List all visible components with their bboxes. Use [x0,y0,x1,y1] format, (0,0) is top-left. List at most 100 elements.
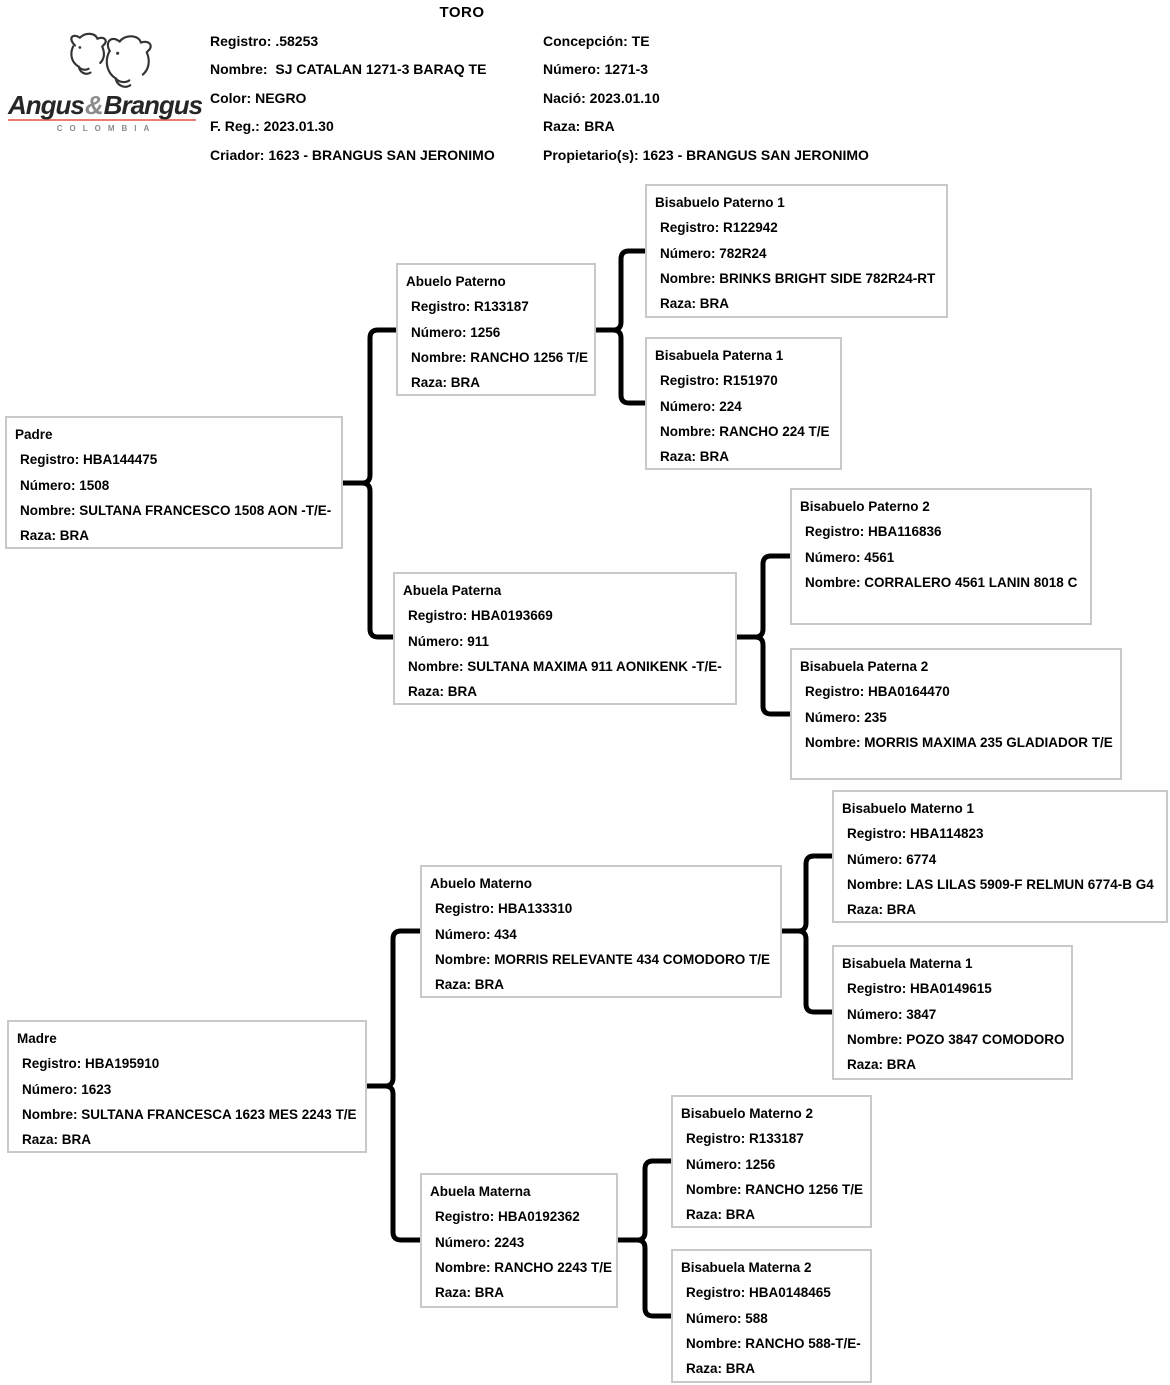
node-title: Bisabuelo Paterno 1 [655,195,785,210]
node-title: Abuelo Paterno [406,274,506,289]
node-field-registro: Registro: R133187 [411,299,529,315]
header-field-numero: Número: 1271-3 [543,61,649,78]
node-title: Abuelo Materno [430,876,533,891]
node-field-raza: Raza: BRA [847,1057,917,1073]
node-field-registro: Registro: R122942 [660,220,778,236]
node-field-nombre: Nombre: RANCHO 1256 T/E [686,1181,864,1197]
node-field-nombre: Nombre: SULTANA MAXIMA 911 AONIKENK -T/E… [408,658,722,674]
brand-brangus: Brangus [103,90,203,120]
node-field-numero: Número: 1256 [411,324,501,340]
node-field-registro: Registro: HBA114823 [847,826,984,842]
node-field-numero: Número: 434 [435,926,517,942]
node-field-numero: Número: 1256 [686,1156,776,1172]
node-field-registro: Registro: HBA116836 [805,524,942,540]
node-field-raza: Raza: BRA [435,1285,505,1301]
node-field-nombre: Nombre: RANCHO 2243 T/E [435,1259,613,1275]
header-info-right: Concepción: TE Número: 1271-3 Nació: 202… [543,27,869,169]
page-title: TORO [439,4,485,21]
node-field-numero: Número: 4561 [805,549,895,565]
node-title: Bisabuelo Materno 2 [681,1106,814,1121]
node-field-raza: Raza: BRA [686,1207,756,1223]
header-field-nombre: Nombre: SJ CATALAN 1271-3 BARAQ TE [210,61,487,78]
node-field-nombre: Nombre: RANCHO 1256 T/E [411,349,589,365]
pedigree-node-padre: Padre Registro: HBA144475 Número: 1508 N… [5,416,343,549]
node-title: Bisabuelo Materno 1 [842,801,975,816]
node-field-raza: Raza: BRA [20,528,90,544]
header-info-left: Registro: .58253 Nombre: SJ CATALAN 1271… [210,27,495,169]
node-title: Abuela Paterna [403,583,502,598]
node-field-registro: Registro: R133187 [686,1131,804,1147]
node-field-registro: Registro: HBA0148465 [686,1285,831,1301]
node-field-nombre: Nombre: LAS LILAS 5909-F RELMUN 6774-B G… [847,876,1154,892]
node-field-registro: Registro: HBA0149615 [847,981,992,997]
node-field-raza: Raza: BRA [686,1361,756,1377]
node-field-numero: Número: 3847 [847,1006,937,1022]
pedigree-node-abuela-materna: Abuela Materna Registro: HBA0192362 Núme… [420,1173,618,1308]
node-field-raza: Raza: BRA [660,449,730,465]
brand-ampersand: & [84,90,104,120]
pedigree-node-abuelo-paterno: Abuelo Paterno Registro: R133187 Número:… [396,263,596,396]
node-title: Bisabuelo Paterno 2 [800,499,930,514]
node-field-numero: Número: 911 [408,633,490,649]
node-title: Padre [15,427,53,442]
node-field-raza: Raza: BRA [847,902,917,918]
node-field-nombre: Nombre: RANCHO 224 T/E [660,423,830,439]
node-field-nombre: Nombre: BRINKS BRIGHT SIDE 782R24-RT [660,270,936,286]
node-field-registro: Registro: HBA144475 [20,452,158,468]
header-field-criador: Criador: 1623 - BRANGUS SAN JERONIMO [210,146,495,163]
pedigree-node-bisabuelo-paterno-2: Bisabuelo Paterno 2 Registro: HBA116836 … [790,488,1092,625]
node-field-raza: Raza: BRA [660,296,730,312]
header-field-raza: Raza: BRA [543,118,615,135]
brand-logo: Angus&Brangus COLOMBIA [8,30,203,133]
node-field-numero: Número: 2243 [435,1234,525,1250]
node-field-numero: Número: 1508 [20,477,110,493]
node-field-registro: Registro: HBA0164470 [805,684,950,700]
pedigree-node-bisabuelo-materno-1: Bisabuelo Materno 1 Registro: HBA114823 … [832,790,1168,923]
node-field-nombre: Nombre: RANCHO 588-T/E- [686,1335,861,1351]
brand-angus: Angus [8,90,85,120]
pedigree-node-bisabuela-materna-1: Bisabuela Materna 1 Registro: HBA0149615… [832,945,1073,1080]
header-field-fecha-registro: F. Reg.: 2023.01.30 [210,118,334,135]
header-field-registro: Registro: .58253 [210,33,319,49]
node-field-registro: Registro: HBA0192362 [435,1209,580,1225]
pedigree-node-abuela-paterna: Abuela Paterna Registro: HBA0193669 Núme… [393,572,737,705]
node-field-raza: Raza: BRA [22,1132,92,1148]
node-field-nombre: Nombre: SULTANA FRANCESCO 1508 AON -T/E- [20,502,332,518]
node-field-numero: Número: 235 [805,709,887,725]
node-field-registro: Registro: HBA133310 [435,901,573,917]
node-field-registro: Registro: R151970 [660,373,778,389]
node-title: Bisabuela Materna 1 [842,956,973,971]
pedigree-node-bisabuela-paterna-2: Bisabuela Paterna 2 Registro: HBA0164470… [790,648,1122,780]
node-field-numero: Número: 782R24 [660,245,767,261]
node-field-numero: Número: 6774 [847,851,937,867]
pedigree-node-bisabuelo-materno-2: Bisabuelo Materno 2 Registro: R133187 Nú… [671,1095,872,1228]
node-field-nombre: Nombre: POZO 3847 COMODORO [847,1031,1065,1047]
node-field-numero: Número: 1623 [22,1081,112,1097]
node-field-numero: Número: 224 [660,398,742,414]
cow-heads-icon [70,32,152,88]
node-field-registro: Registro: HBA0193669 [408,608,553,624]
pedigree-node-bisabuela-materna-2: Bisabuela Materna 2 Registro: HBA0148465… [671,1249,872,1383]
brand-country: COLOMBIA [56,124,157,133]
node-title: Bisabuela Materna 2 [681,1260,812,1275]
node-field-raza: Raza: BRA [408,684,478,700]
header-field-nacio: Nació: 2023.01.10 [543,89,660,106]
node-field-nombre: Nombre: CORRALERO 4561 LANIN 8018 C [805,574,1078,590]
node-title: Abuela Materna [430,1184,531,1199]
pedigree-node-bisabuelo-paterno-1: Bisabuelo Paterno 1 Registro: R122942 Nú… [645,184,948,318]
node-field-raza: Raza: BRA [435,977,505,993]
node-field-nombre: Nombre: SULTANA FRANCESCA 1623 MES 2243 … [22,1106,357,1122]
header-field-concepcion: Concepción: TE [543,33,650,49]
brand-underline [8,119,196,121]
node-field-nombre: Nombre: MORRIS MAXIMA 235 GLADIADOR T/E [805,734,1113,750]
pedigree-node-bisabuela-paterna-1: Bisabuela Paterna 1 Registro: R151970 Nú… [645,337,842,470]
node-field-nombre: Nombre: MORRIS RELEVANTE 434 COMODORO T/… [435,951,771,967]
brand-wordmark: Angus&Brangus [8,90,203,120]
pedigree-node-madre: Madre Registro: HBA195910 Número: 1623 N… [7,1020,367,1153]
header-field-color: Color: NEGRO [210,89,307,106]
node-field-registro: Registro: HBA195910 [22,1056,160,1072]
node-title: Bisabuela Paterna 1 [655,348,784,363]
node-title: Madre [17,1031,57,1046]
